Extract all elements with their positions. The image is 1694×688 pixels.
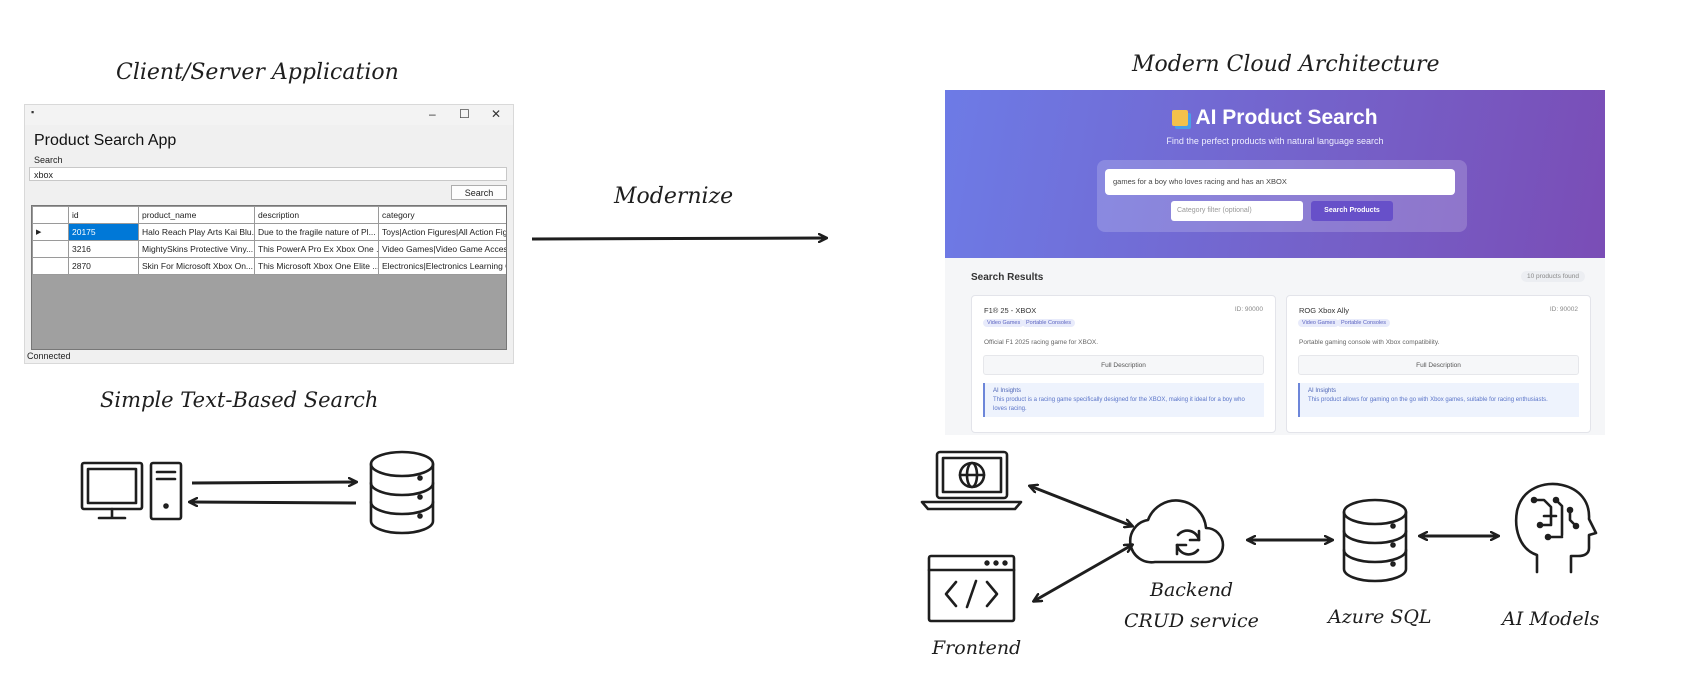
- minimize-button[interactable]: –: [429, 107, 436, 121]
- app-icon: ▪: [31, 107, 35, 117]
- app-subtitle: Find the perfect products with natural l…: [1166, 136, 1384, 146]
- table-row[interactable]: ▶ 20175 Halo Reach Play Arts Kai Blu... …: [32, 223, 506, 241]
- request-arrow: [191, 482, 356, 483]
- crud-service-label: CRUD service: [1124, 610, 1259, 632]
- ai-models-label: AI Models: [1502, 608, 1600, 630]
- tag-badge: Video Games: [1298, 319, 1340, 327]
- product-name: F1® 25 - XBOX: [984, 306, 1037, 315]
- legacy-app-window: ▪ – ☐ ✕ Product Search App Search xbox S…: [24, 104, 514, 364]
- query-input[interactable]: games for a boy who loves racing and has…: [1105, 169, 1455, 195]
- frontend-label: Frontend: [932, 637, 1022, 659]
- tag-badge: Portable Consoles: [1022, 319, 1075, 327]
- database-icon: [1342, 498, 1408, 583]
- frontend-backend-arrow: [1034, 545, 1132, 601]
- modernize-label: Modernize: [614, 184, 734, 209]
- full-description-button[interactable]: Full Description: [1298, 355, 1579, 375]
- cell-category[interactable]: Electronics|Electronics Learning Co: [378, 257, 506, 275]
- laptop-backend-arrow: [1030, 486, 1132, 526]
- product-name: ROG Xbox Ally: [1299, 306, 1350, 315]
- maximize-button[interactable]: ☐: [459, 107, 470, 121]
- search-logo-icon: [1172, 110, 1189, 126]
- right-title: Modern Cloud Architecture: [1132, 52, 1440, 77]
- left-subtitle: Simple Text-Based Search: [100, 388, 379, 412]
- ai-head-icon: [1514, 482, 1598, 574]
- product-description: Official F1 2025 racing game for XBOX.: [984, 339, 1099, 346]
- search-input[interactable]: xbox: [29, 167, 507, 181]
- search-button[interactable]: Search: [451, 185, 507, 200]
- status-text: Connected: [27, 351, 71, 361]
- hero-banner: AI Product Search Find the perfect produ…: [945, 90, 1605, 258]
- backend-label: Backend: [1150, 579, 1234, 601]
- product-id: ID: 90002: [1549, 306, 1578, 313]
- search-label: Search: [34, 155, 63, 165]
- cell-id[interactable]: 20175: [68, 223, 139, 241]
- ai-insights-text: This product allows for gaming on the go…: [1308, 397, 1548, 403]
- left-title: Client/Server Application: [116, 60, 399, 85]
- grid-header-row: id product_name description category: [32, 206, 506, 224]
- ai-insights-text: This product is a racing game specifical…: [993, 397, 1245, 412]
- results-title: Search Results: [971, 272, 1044, 283]
- code-window-icon: [927, 554, 1016, 623]
- product-description: Portable gaming console with Xbox compat…: [1299, 339, 1440, 346]
- tag-badge: Portable Consoles: [1337, 319, 1390, 327]
- ai-insights-box: AI Insights This product allows for gami…: [1298, 383, 1579, 417]
- cloud-sync-icon: [1128, 499, 1225, 564]
- results-grid[interactable]: id product_name description category ▶ 2…: [31, 205, 507, 350]
- category-filter-input[interactable]: Category filter (optional): [1171, 201, 1303, 221]
- full-description-button[interactable]: Full Description: [983, 355, 1264, 375]
- desktop-computer-icon: [80, 461, 183, 521]
- product-card[interactable]: ROG Xbox Ally ID: 90002 Video Games Port…: [1286, 295, 1591, 433]
- window-titlebar: ▪ – ☐ ✕: [25, 105, 513, 125]
- ai-insights-title: AI Insights: [1308, 388, 1337, 394]
- ai-insights-box: AI Insights This product is a racing gam…: [983, 383, 1264, 417]
- close-button[interactable]: ✕: [491, 107, 502, 121]
- search-products-button[interactable]: Search Products: [1311, 201, 1393, 221]
- table-row[interactable]: 2870 Skin For Microsoft Xbox On... This …: [32, 257, 506, 275]
- app-title: Product Search App: [34, 132, 177, 149]
- modernize-arrow: [531, 238, 826, 239]
- product-id: ID: 90000: [1234, 306, 1263, 313]
- tag-badge: Video Games: [983, 319, 1025, 327]
- results-count-badge: 10 products found: [1520, 271, 1585, 282]
- response-arrow: [190, 502, 357, 503]
- ai-insights-title: AI Insights: [993, 388, 1022, 394]
- modern-app-screenshot: AI Product Search Find the perfect produ…: [945, 90, 1605, 435]
- product-card[interactable]: F1® 25 - XBOX ID: 90000 Video Games Port…: [971, 295, 1276, 433]
- table-row[interactable]: 3216 MightySkins Protective Viny... This…: [32, 240, 506, 258]
- laptop-globe-icon: [920, 450, 1023, 511]
- app-title: AI Product Search: [945, 106, 1605, 130]
- database-icon: [369, 450, 435, 535]
- azure-sql-label: Azure SQL: [1328, 606, 1432, 628]
